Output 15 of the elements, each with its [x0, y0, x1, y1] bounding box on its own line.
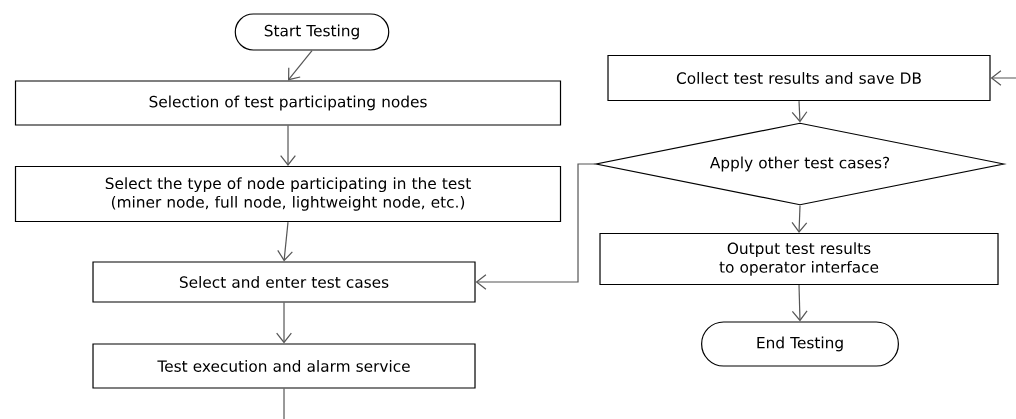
arrow: [791, 100, 808, 123]
arrow: [990, 70, 1016, 86]
process-box: Output test results to operator interface: [599, 232, 999, 286]
arrow: [791, 284, 808, 322]
process-box: Select and enter test cases: [92, 261, 476, 303]
arrow: [276, 302, 292, 344]
arrow: [791, 205, 808, 233]
arrow: [277, 221, 293, 262]
process-box: Test execution and alarm service: [92, 343, 476, 389]
process-box: Collect test results and save DB: [607, 54, 991, 102]
process-box: Select the type of node participating in the test (miner node, full node, lightweight node, etc.): [14, 165, 562, 223]
arrow: [475, 163, 596, 290]
arrow: [288, 50, 313, 81]
process-box: Selection of test participating nodes: [14, 80, 562, 126]
arrow: [280, 125, 296, 166]
